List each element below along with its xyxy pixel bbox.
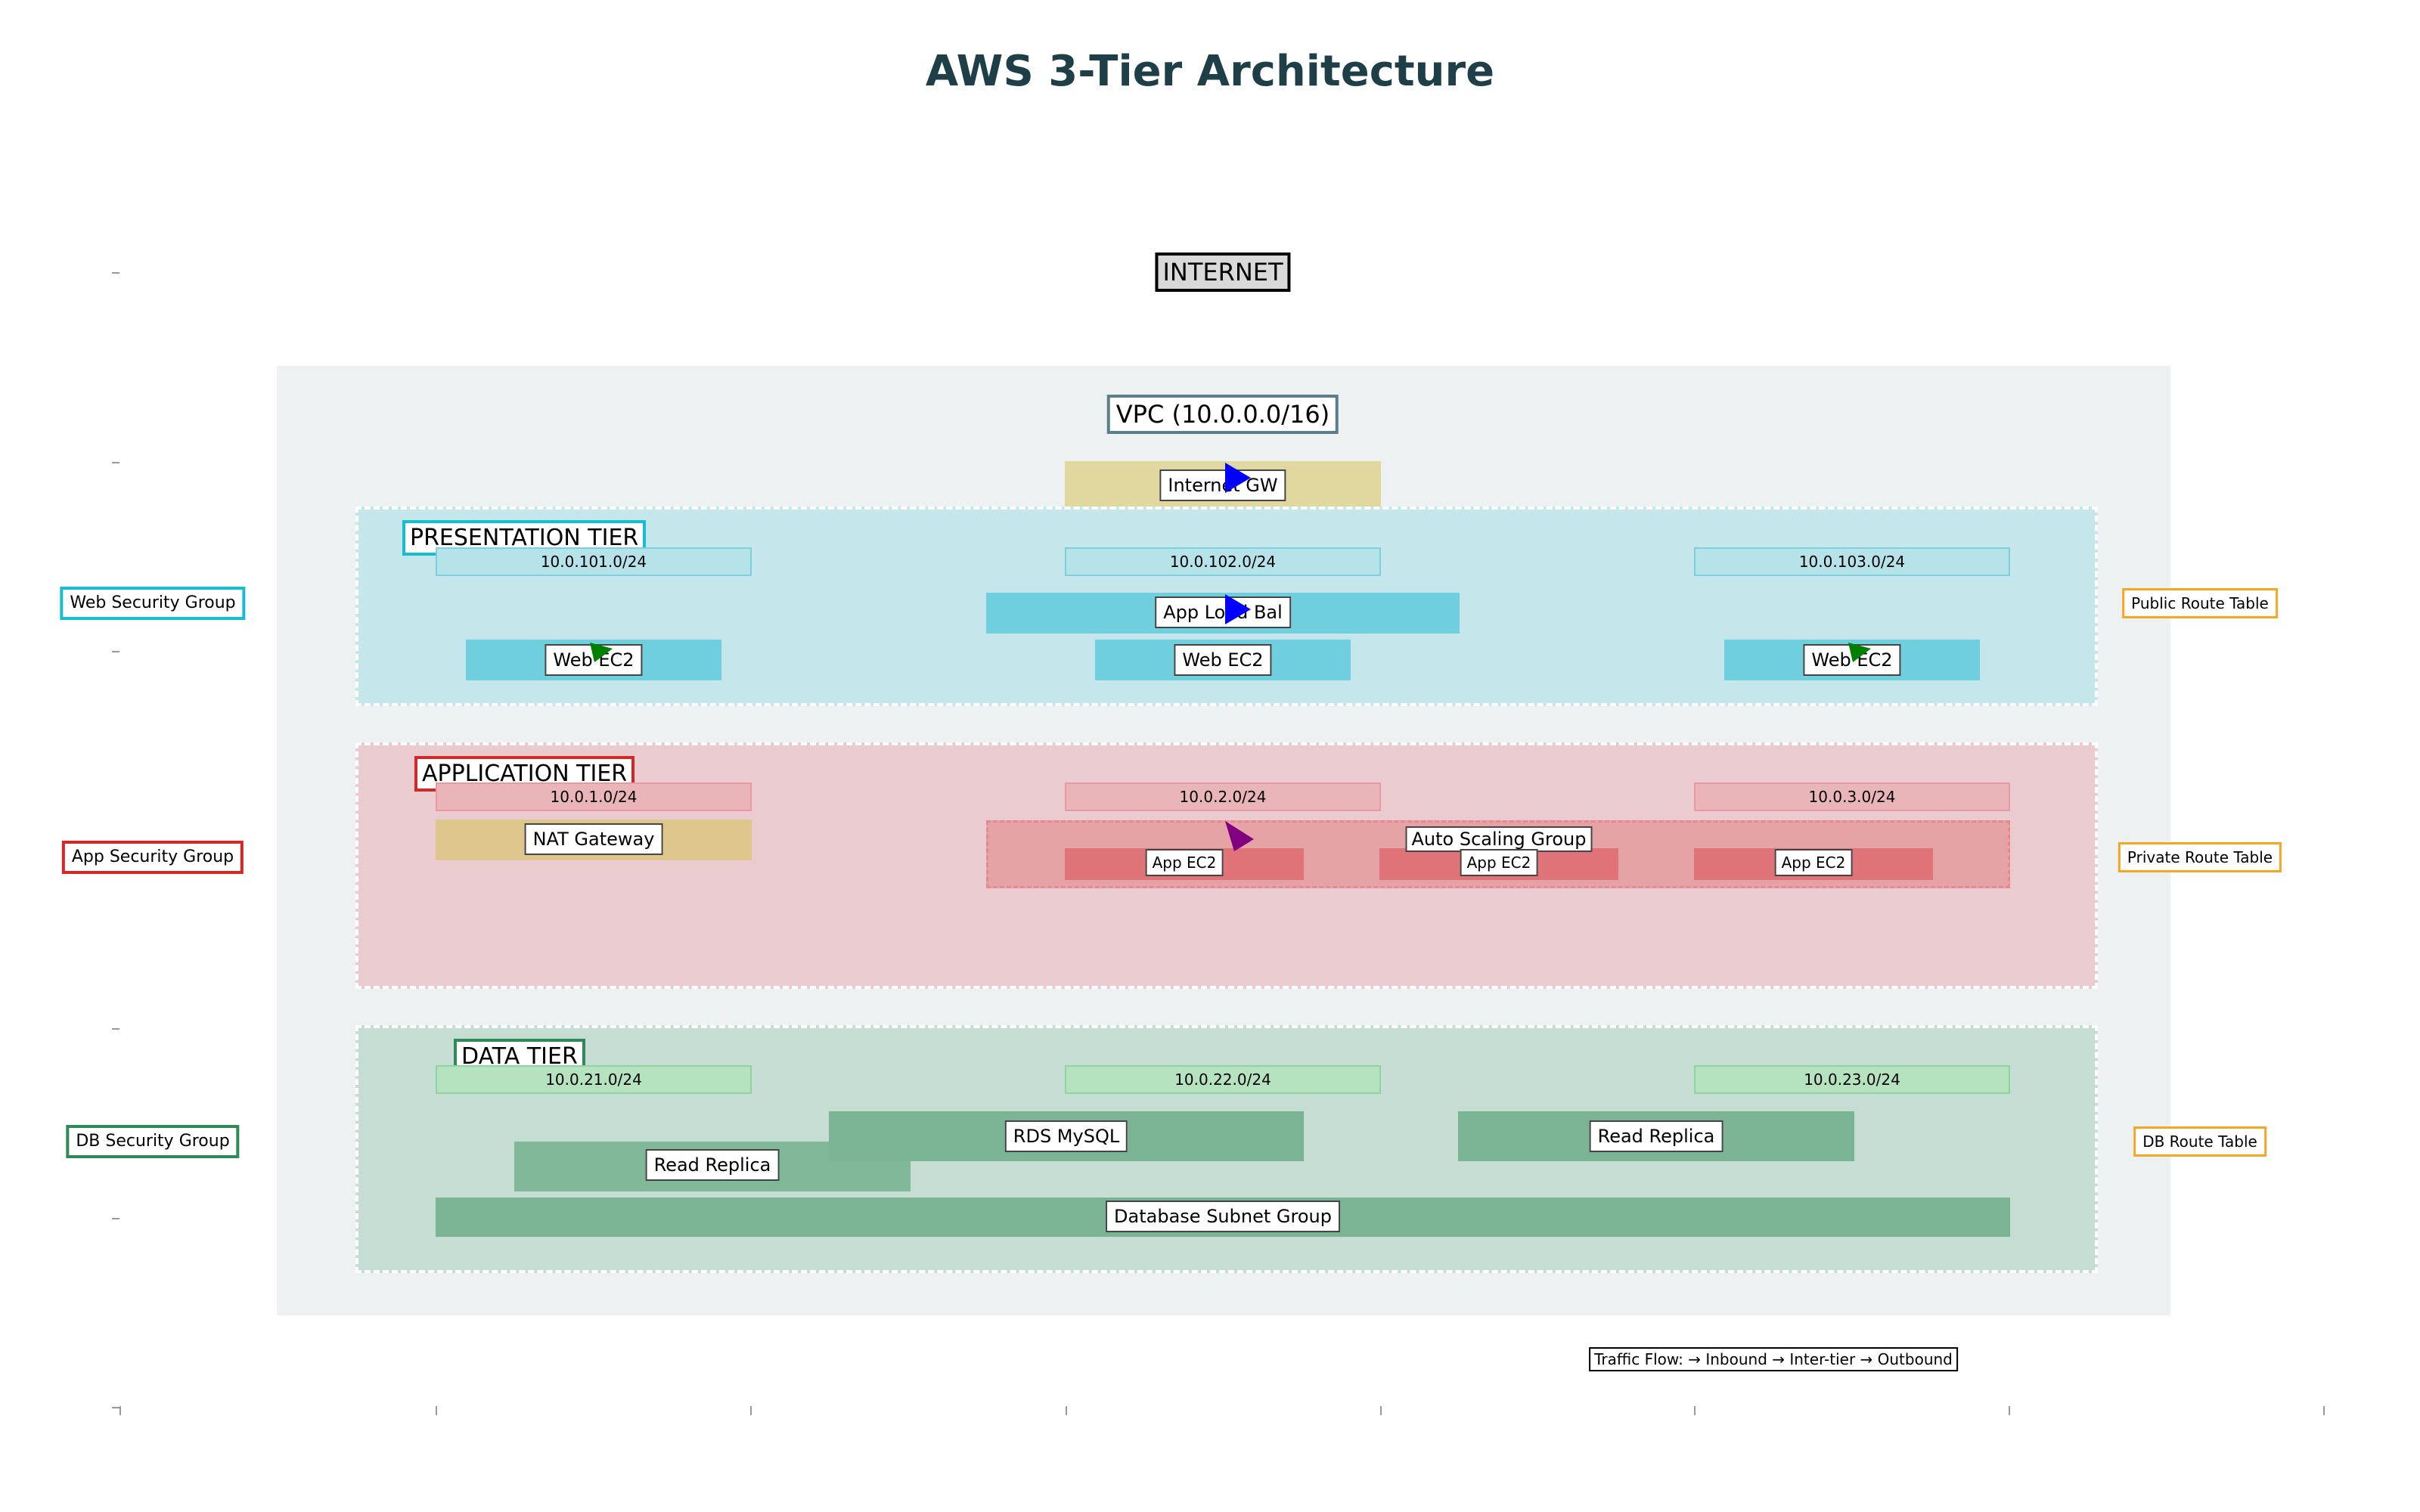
axis-tick <box>1380 1406 1382 1415</box>
web-subnet-1 <box>436 547 752 576</box>
axis-tick <box>112 272 119 274</box>
db-route-table: DB Route Table <box>2133 1126 2266 1157</box>
app-subnet-3-cidr: 10.0.3.0/24 <box>1808 788 1896 806</box>
private-route-table: Private Route Table <box>2118 842 2282 872</box>
db-security-group: DB Security Group <box>66 1125 240 1158</box>
app-subnet-1-cidr: 10.0.1.0/24 <box>550 788 638 806</box>
axis-tick <box>112 651 119 652</box>
internet-node: INTERNET <box>1155 253 1291 292</box>
read-replica-label-2: Read Replica <box>1589 1120 1723 1152</box>
axis-tick <box>112 462 119 463</box>
app-subnet-3 <box>1694 782 2010 811</box>
internet-gateway-label: Internet GW <box>1159 469 1286 501</box>
app-flow-arrow-icon <box>1225 821 1254 851</box>
load-balancer-label: App Load Bal <box>1155 596 1291 628</box>
read-replica-label-1: Read Replica <box>645 1149 780 1181</box>
db-subnet-3 <box>1694 1065 2010 1094</box>
db-subnet-group-label: Database Subnet Group <box>1106 1201 1340 1232</box>
axis-tick <box>2323 1406 2325 1415</box>
public-route-table: Public Route Table <box>2122 588 2278 618</box>
axis-tick <box>119 1406 121 1415</box>
web-subnet-3-cidr: 10.0.103.0/24 <box>1798 553 1906 571</box>
app-ec2-label-2: App EC2 <box>1460 849 1538 876</box>
web-subnet-2 <box>1065 547 1381 576</box>
web-flow-arrow-icon <box>590 643 613 662</box>
web-ec2-label-2: Web EC2 <box>1174 644 1272 676</box>
web-security-group: Web Security Group <box>60 587 246 620</box>
app-security-group: App Security Group <box>61 841 244 874</box>
db-subnet-2 <box>1065 1065 1381 1094</box>
axis-tick <box>112 1218 119 1219</box>
axis-tick <box>2009 1406 2010 1415</box>
axis-tick <box>1694 1406 1696 1415</box>
inbound-arrow-icon <box>1225 594 1251 624</box>
app-subnet-2 <box>1065 782 1381 811</box>
web-flow-arrow-icon <box>1848 643 1871 662</box>
axis-tick <box>436 1406 437 1415</box>
axis-tick <box>112 1028 119 1030</box>
web-subnet-3 <box>1694 547 2010 576</box>
traffic-flow-legend: Traffic Flow: → Inbound → Inter-tier → O… <box>1589 1347 1958 1371</box>
axis-tick <box>1066 1406 1067 1415</box>
axis-tick <box>750 1406 752 1415</box>
app-subnet-1 <box>436 782 752 811</box>
web-subnet-1-cidr: 10.0.101.0/24 <box>540 553 647 571</box>
db-subnet-3-cidr: 10.0.23.0/24 <box>1804 1070 1900 1089</box>
app-ec2-label-1: App EC2 <box>1145 849 1224 876</box>
rds-mysql-label: RDS MySQL <box>1004 1120 1128 1152</box>
vpc-label: VPC (10.0.0.0/16) <box>1106 395 1339 434</box>
app-subnet-2-cidr: 10.0.2.0/24 <box>1179 788 1267 806</box>
diagram-title: AWS 3-Tier Architecture <box>925 47 1495 96</box>
axis-tick <box>112 1407 119 1408</box>
db-subnet-1-cidr: 10.0.21.0/24 <box>545 1070 642 1089</box>
db-subnet-1 <box>436 1065 752 1094</box>
nat-gateway-label: NAT Gateway <box>524 823 663 855</box>
db-subnet-2-cidr: 10.0.22.0/24 <box>1174 1070 1271 1089</box>
inbound-arrow-icon <box>1225 463 1251 493</box>
web-subnet-2-cidr: 10.0.102.0/24 <box>1169 553 1277 571</box>
app-ec2-label-3: App EC2 <box>1774 849 1853 876</box>
